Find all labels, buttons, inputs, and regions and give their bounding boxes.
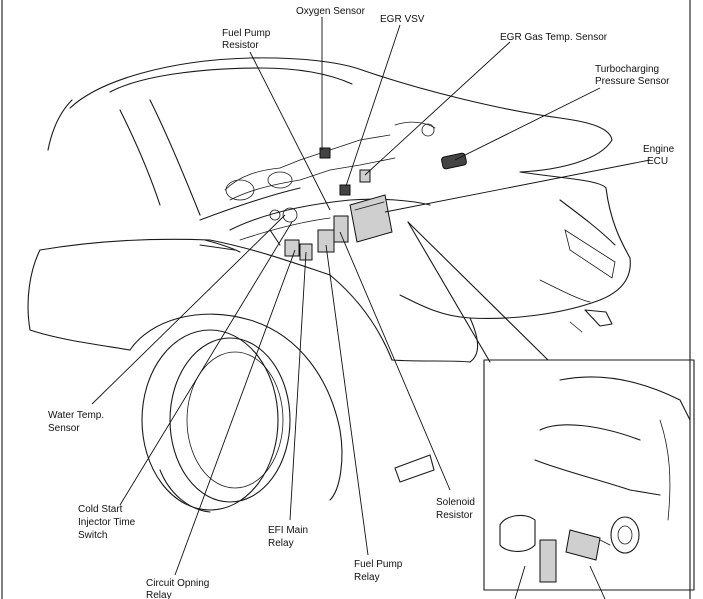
label-engine-ecu-1: Engine <box>643 144 675 155</box>
label-fuel-pump-relay-2: Relay <box>354 572 380 583</box>
leader-fuel-pump-relay <box>325 244 369 556</box>
label-solenoid-1: Solenoid <box>436 497 475 508</box>
leader-efi-main <box>289 251 307 521</box>
leader-turbo-sensor <box>454 87 601 161</box>
label-circuit-opening-1: Circuit Opning <box>146 578 209 589</box>
label-circuit-opening-2: Relay <box>146 590 172 599</box>
rear-wheel <box>141 329 291 513</box>
leader-water-temp <box>91 214 286 405</box>
engine-ecu-box <box>349 194 393 243</box>
leader-egr-vsv <box>345 24 401 187</box>
label-fuel-pump-resistor-1: Fuel Pump <box>222 28 271 39</box>
label-cold-start-2: Injector Time <box>78 517 136 528</box>
labels: Oxygen Sensor EGR VSV Fuel Pump Resistor… <box>48 6 675 599</box>
label-water-temp-2: Sensor <box>48 423 80 434</box>
label-fuel-pump-resistor-2: Resistor <box>222 40 259 51</box>
label-efi-main-1: EFI Main <box>268 525 308 536</box>
leader-fuel-pump-resistor <box>249 51 331 211</box>
engine-components <box>224 121 467 261</box>
leader-egr-gas-temp <box>364 41 511 176</box>
label-oxygen-sensor: Oxygen Sensor <box>296 6 366 17</box>
label-cold-start-1: Cold Start <box>78 504 123 515</box>
leader-cold-start <box>119 221 293 506</box>
label-engine-ecu-2: ECU <box>647 156 668 167</box>
label-efi-main-2: Relay <box>268 538 294 549</box>
label-turbo-2: Pressure Sensor <box>595 76 670 87</box>
leader-solenoid-resistor <box>339 231 451 491</box>
label-water-temp-1: Water Temp. <box>48 410 104 421</box>
leader-engine-ecu <box>384 159 651 213</box>
label-solenoid-2: Resistor <box>436 510 473 521</box>
label-turbo-1: Turbocharging <box>595 64 659 75</box>
detail-inset <box>407 221 695 599</box>
label-fuel-pump-relay-1: Fuel Pump <box>354 559 403 570</box>
car-body <box>27 57 631 513</box>
leader-lines <box>91 17 651 576</box>
label-cold-start-3: Switch <box>78 530 107 541</box>
label-egr-gas-temp-sensor: EGR Gas Temp. Sensor <box>500 32 608 43</box>
label-egr-vsv-line: EGR VSV <box>380 14 425 25</box>
leader-circuit-opening <box>174 249 296 576</box>
